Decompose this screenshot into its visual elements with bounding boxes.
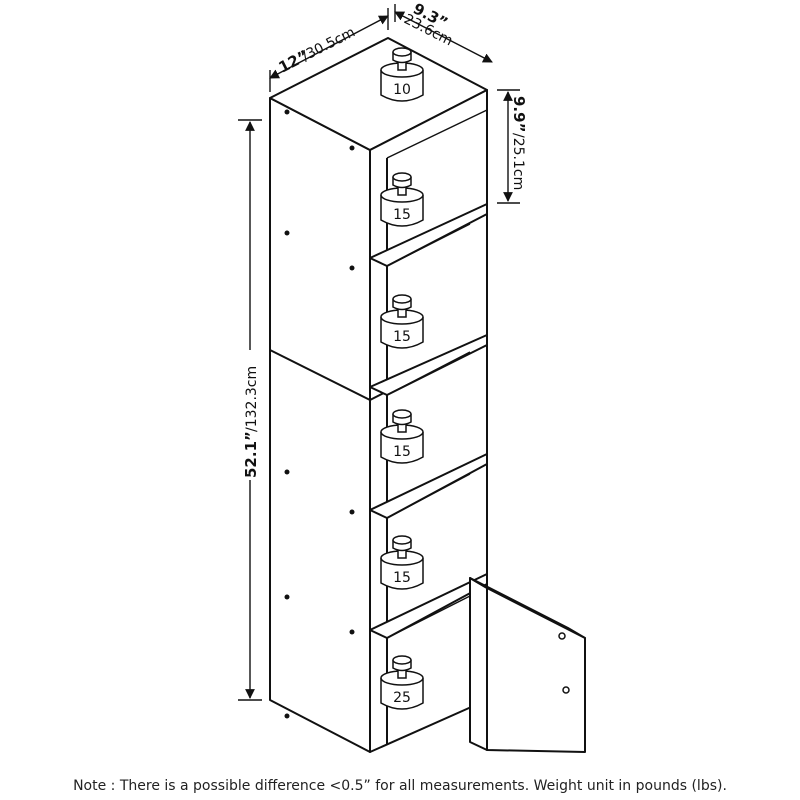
weight-icons: 10 15 15 15 15 25 — [380, 47, 424, 710]
weight-label: 15 — [393, 329, 411, 345]
shelf-4 — [369, 573, 488, 639]
total-height-imperial: 52.1” — [242, 431, 260, 478]
weight-icon: 15 — [380, 535, 424, 590]
left-side-panel — [269, 97, 371, 753]
cabinet-body — [269, 37, 488, 753]
shelf-height-imperial: 9.9” — [510, 96, 528, 132]
shelf-1 — [369, 203, 488, 267]
weight-label: 15 — [393, 444, 411, 460]
cabinet-door — [469, 577, 586, 753]
shelf-2 — [369, 334, 488, 396]
weight-label: 25 — [393, 690, 411, 706]
weight-label: 15 — [393, 570, 411, 586]
shelves — [369, 109, 488, 639]
weight-icon: 15 — [380, 172, 424, 227]
weight-icon: 25 — [380, 655, 424, 710]
total-height-dimension: 52.1” /132.3cm — [238, 119, 262, 701]
weight-label: 10 — [393, 82, 411, 98]
measurement-note: Note : There is a possible difference <0… — [73, 778, 727, 794]
total-height-metric: /132.3cm — [244, 366, 260, 432]
weight-icon: 15 — [380, 294, 424, 349]
weight-icon: 15 — [380, 409, 424, 464]
dowel-holes — [284, 109, 355, 719]
shelf-height-metric: /25.1cm — [510, 133, 526, 190]
shelf-3 — [369, 453, 488, 519]
shelf-height-dimension: 9.9” /25.1cm — [497, 89, 528, 204]
weight-label: 15 — [393, 207, 411, 223]
